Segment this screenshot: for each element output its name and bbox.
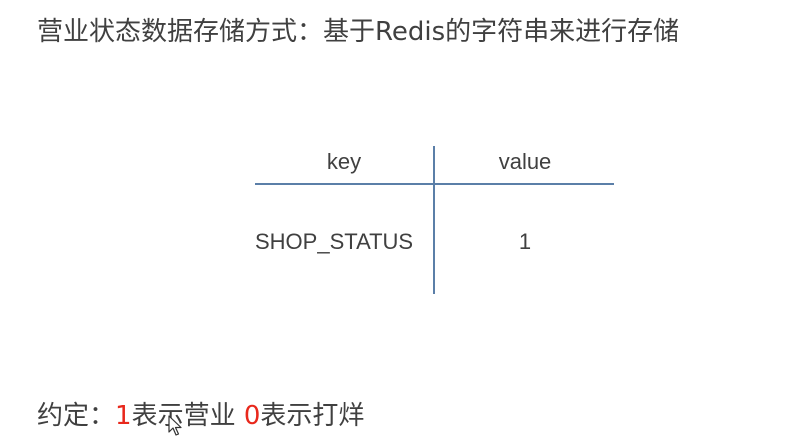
page-title: 营业状态数据存储方式：基于Redis的字符串来进行存储 <box>37 17 680 47</box>
key-value-table: key value SHOP_STATUS 1 <box>255 140 615 295</box>
table-cell-key: SHOP_STATUS <box>255 229 414 254</box>
convention-note: 约定：1表示营业 0表示打烊 <box>37 398 364 434</box>
table-column-divider <box>433 146 435 294</box>
table-cell-value: 1 <box>518 229 532 254</box>
convention-label: 约定： <box>37 401 116 431</box>
closed-status-text: 表示打烊 <box>260 401 365 431</box>
open-status-value: 1 <box>115 401 132 431</box>
table-header-key: key <box>326 149 362 174</box>
closed-status-value: 0 <box>243 401 261 431</box>
table-header-value: value <box>498 149 552 174</box>
mouse-pointer-icon <box>168 415 182 436</box>
open-status-text: 表示营业 <box>131 401 236 431</box>
